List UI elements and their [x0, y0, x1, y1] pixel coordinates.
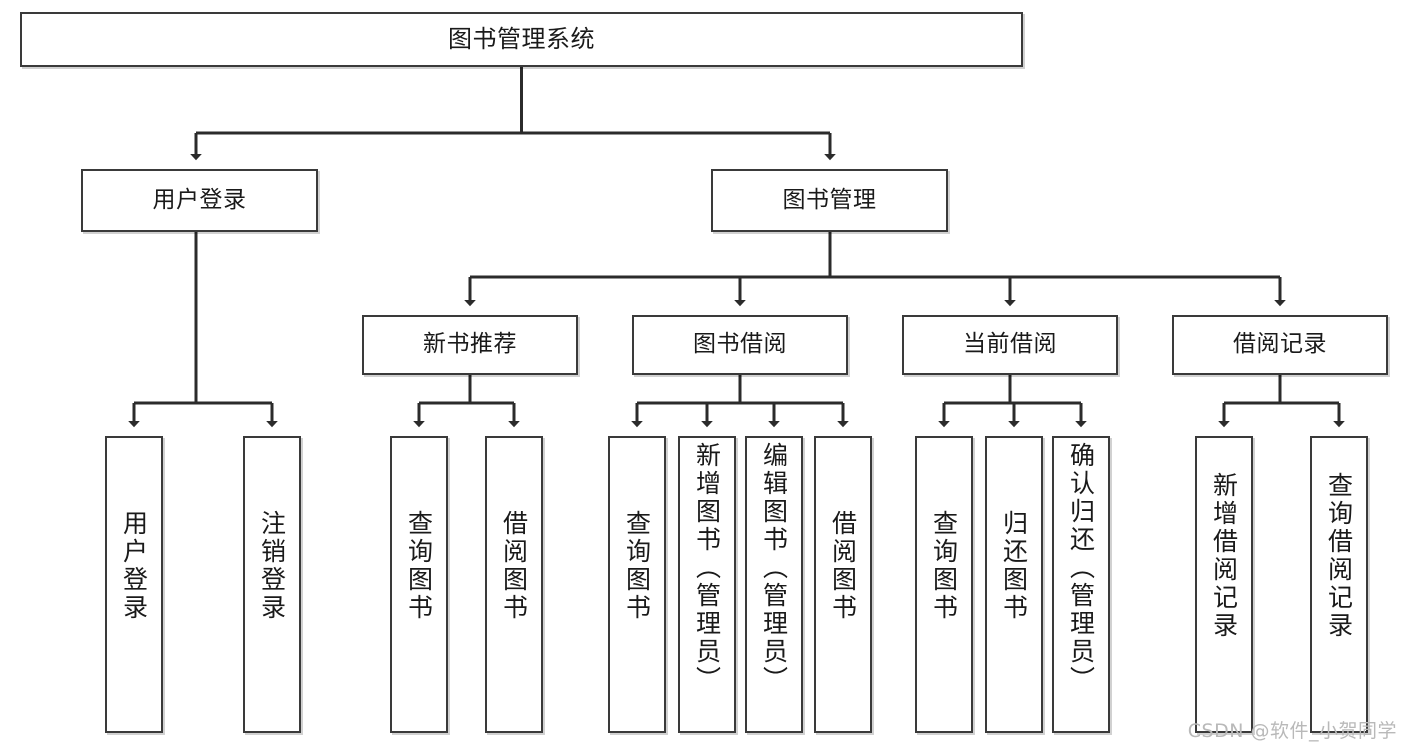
node-label: 注销登录 — [257, 510, 287, 622]
node-label: 图书管理系统 — [448, 25, 595, 54]
node-label: 借阅图书 — [499, 510, 529, 622]
node-leaf-add-borrow-record[interactable]: 新增借阅记录 — [1195, 436, 1253, 733]
node-user-login[interactable]: 用户登录 — [81, 169, 318, 232]
node-label: 图书借阅 — [693, 331, 787, 358]
node-label: 编辑图书（管理员） — [759, 442, 789, 694]
node-book-borrow[interactable]: 图书借阅 — [632, 315, 848, 375]
node-label: 查询借阅记录 — [1324, 472, 1354, 640]
node-leaf-add-book-admin[interactable]: 新增图书（管理员） — [678, 436, 736, 733]
node-label: 新增借阅记录 — [1209, 472, 1239, 640]
node-leaf-query-borrow-record[interactable]: 查询借阅记录 — [1310, 436, 1368, 733]
node-leaf-return-book[interactable]: 归还图书 — [985, 436, 1043, 733]
node-label: 借阅记录 — [1233, 331, 1327, 358]
node-leaf-logout[interactable]: 注销登录 — [243, 436, 301, 733]
watermark: CSDN @软件_小贺同学 — [1187, 720, 1397, 742]
node-leaf-borrow-book[interactable]: 借阅图书 — [814, 436, 872, 733]
node-leaf-query-book-recommend[interactable]: 查询图书 — [390, 436, 448, 733]
node-label: 图书管理 — [782, 186, 877, 213]
node-label: 当前借阅 — [963, 331, 1057, 358]
node-label: 新书推荐 — [423, 331, 517, 358]
node-label: 用户登录 — [119, 510, 149, 622]
node-label: 归还图书 — [999, 510, 1029, 622]
node-borrow-record[interactable]: 借阅记录 — [1172, 315, 1388, 375]
node-label: 查询图书 — [622, 510, 652, 622]
node-label: 借阅图书 — [828, 510, 858, 622]
node-label: 查询图书 — [929, 510, 959, 622]
node-current-borrow[interactable]: 当前借阅 — [902, 315, 1118, 375]
node-leaf-borrow-book-recommend[interactable]: 借阅图书 — [485, 436, 543, 733]
node-root-book-management-system[interactable]: 图书管理系统 — [20, 12, 1023, 67]
node-leaf-edit-book-admin[interactable]: 编辑图书（管理员） — [745, 436, 803, 733]
node-book-management[interactable]: 图书管理 — [711, 169, 948, 232]
node-label: 用户登录 — [152, 186, 247, 213]
node-label: 确认归还（管理员） — [1066, 442, 1096, 694]
node-new-book-recommend[interactable]: 新书推荐 — [362, 315, 578, 375]
node-leaf-user-login[interactable]: 用户登录 — [105, 436, 163, 733]
node-leaf-query-book-borrow[interactable]: 查询图书 — [608, 436, 666, 733]
node-leaf-query-book-current[interactable]: 查询图书 — [915, 436, 973, 733]
node-leaf-confirm-return-admin[interactable]: 确认归还（管理员） — [1052, 436, 1110, 733]
node-label: 查询图书 — [404, 510, 434, 622]
node-label: 新增图书（管理员） — [692, 442, 722, 694]
